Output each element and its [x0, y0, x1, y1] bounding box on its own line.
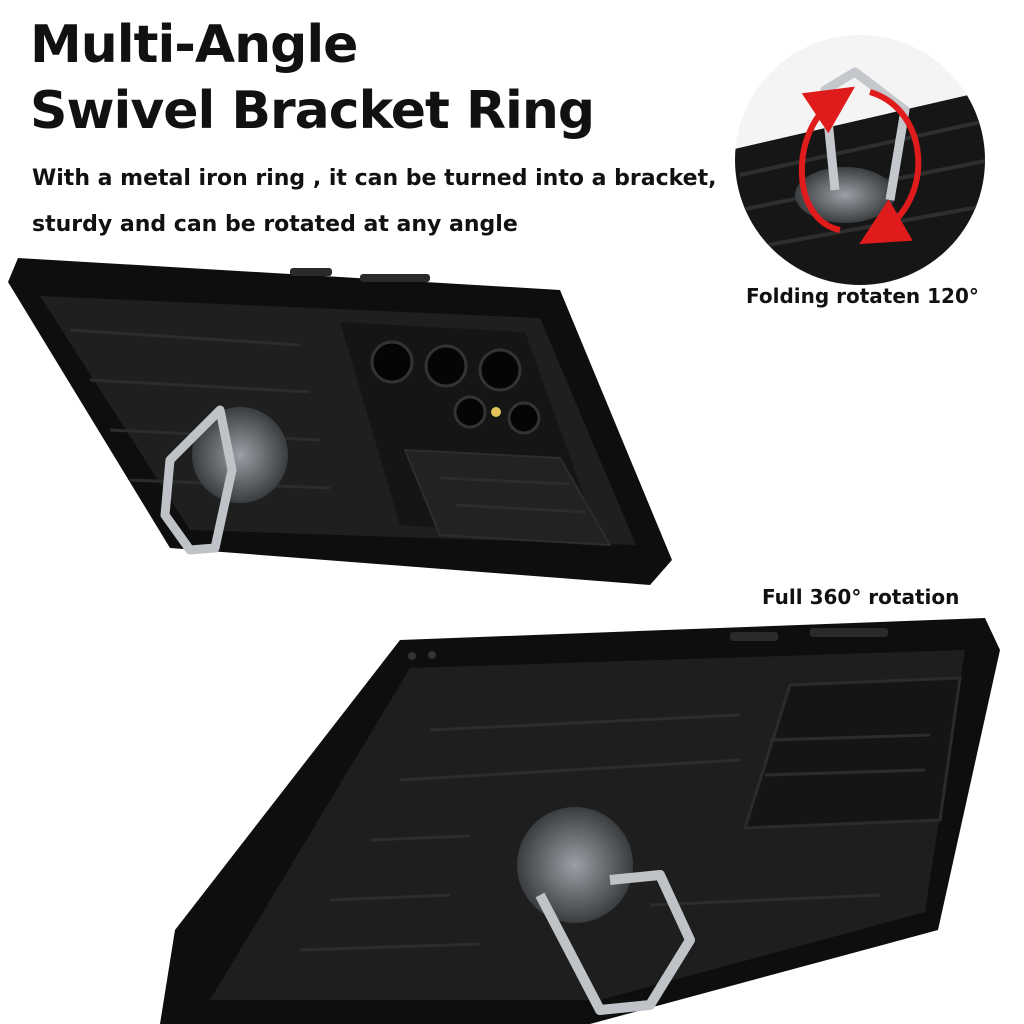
subheadline-line-1: With a metal iron ring , it can be turne…: [32, 166, 717, 191]
headline: Multi-Angle Swivel Bracket Ring: [30, 12, 595, 144]
phone-case-lower: [160, 618, 1000, 1024]
subheadline-line-2: sturdy and can be rotated at any angle: [32, 212, 518, 237]
folding-ring-closeup-icon: [735, 35, 985, 285]
ring-disc-upper: [192, 407, 288, 503]
phone-case-upper: [8, 258, 672, 585]
subheadline: With a metal iron ring , it can be turne…: [32, 156, 716, 248]
flash-light: [491, 407, 501, 417]
metal-ring-upper: [160, 405, 237, 555]
ring-disc-lower: [517, 807, 633, 923]
callout-caption-folding: Folding rotaten 120°: [746, 284, 979, 308]
callout-caption-rotation: Full 360° rotation: [762, 585, 960, 609]
metal-ring-lower: [535, 870, 695, 1015]
headline-line-1: Multi-Angle: [30, 15, 358, 75]
camera-lenses: [370, 340, 541, 435]
headline-line-2: Swivel Bracket Ring: [30, 81, 595, 141]
